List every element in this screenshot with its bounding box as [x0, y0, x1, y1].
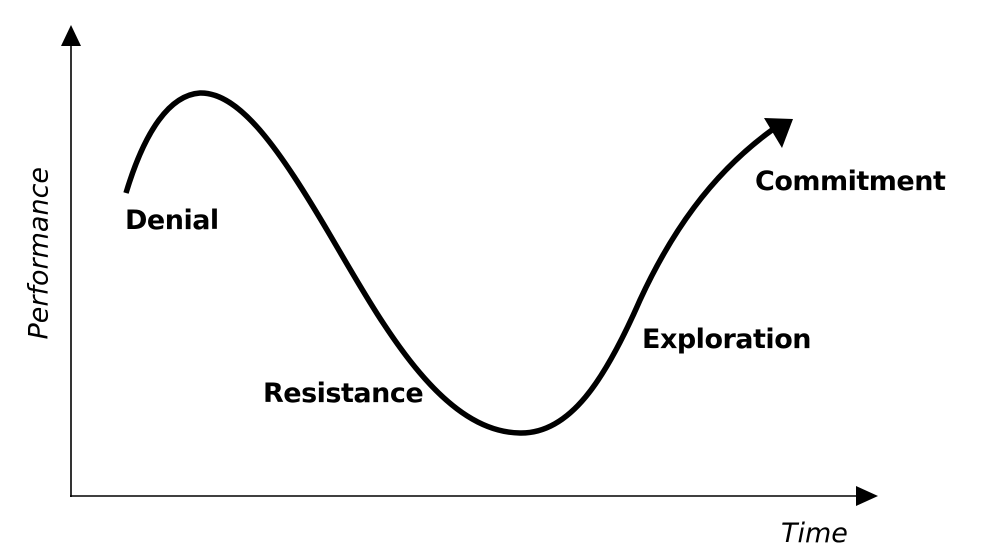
stage-label-resistance: Resistance: [263, 378, 424, 409]
curve-arrow-icon: [764, 118, 793, 148]
x-axis-arrow-icon: [856, 486, 878, 506]
stage-label-commitment: Commitment: [755, 166, 946, 197]
y-axis-label: Performance: [23, 166, 55, 340]
x-axis-label: Time: [781, 518, 848, 549]
stage-label-exploration: Exploration: [642, 324, 811, 355]
performance-curve: [123, 90, 774, 436]
stage-label-denial: Denial: [125, 205, 219, 236]
y-axis-arrow-icon: [61, 25, 81, 46]
